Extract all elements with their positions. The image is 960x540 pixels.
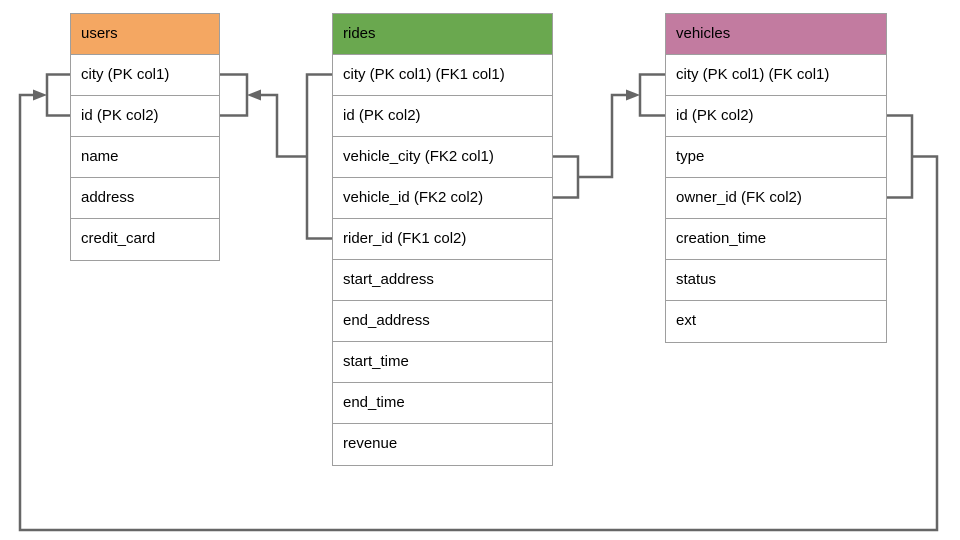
rides-left-bracket (305, 73, 332, 240)
column-row: end_time (333, 383, 552, 424)
column-row: id (PK col2) (71, 96, 219, 137)
column-row: type (666, 137, 886, 178)
column-row: name (71, 137, 219, 178)
column-row: start_time (333, 342, 552, 383)
fk2-connector-rides-vehicles (578, 93, 627, 179)
column-row: revenue (333, 424, 552, 465)
column-row: city (PK col1) (FK1 col1) (333, 55, 552, 96)
column-row: id (PK col2) (666, 96, 886, 137)
arrowhead-right-icon (33, 89, 47, 101)
column-row: address (71, 178, 219, 219)
column-row: city (PK col1) (71, 55, 219, 96)
vehicles-right-bracket (887, 114, 914, 199)
column-row: start_address (333, 260, 552, 301)
vehicles-left-bracket (638, 73, 665, 117)
table-header-rides: rides (333, 14, 552, 55)
arrowhead-left-icon (247, 89, 261, 101)
column-row: end_address (333, 301, 552, 342)
rides-right-bracket (553, 155, 580, 199)
column-row: id (PK col2) (333, 96, 552, 137)
column-row: vehicle_id (FK2 col2) (333, 178, 552, 219)
column-row: rider_id (FK1 col2) (333, 219, 552, 260)
table-vehicles: vehicles city (PK col1) (FK col1) id (PK… (665, 13, 887, 343)
column-row: owner_id (FK col2) (666, 178, 886, 219)
fk1-connector-rides-users (260, 93, 307, 158)
column-row: vehicle_city (FK2 col1) (333, 137, 552, 178)
fk-connector-vehicles-users (18, 93, 939, 532)
column-row: city (PK col1) (FK col1) (666, 55, 886, 96)
users-right-bracket (220, 73, 249, 117)
users-left-bracket (45, 73, 70, 117)
arrowhead-right-icon (626, 89, 640, 101)
table-rides: rides city (PK col1) (FK1 col1) id (PK c… (332, 13, 553, 466)
column-row: ext (666, 301, 886, 342)
column-row: status (666, 260, 886, 301)
column-row: creation_time (666, 219, 886, 260)
table-users: users city (PK col1) id (PK col2) name a… (70, 13, 220, 261)
table-header-users: users (71, 14, 219, 55)
table-header-vehicles: vehicles (666, 14, 886, 55)
column-row: credit_card (71, 219, 219, 260)
